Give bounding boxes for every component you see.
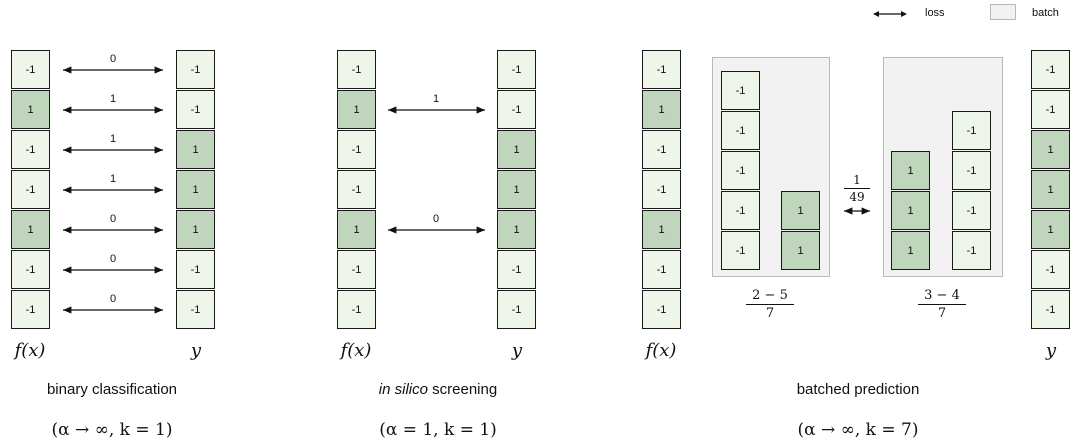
loss-value-label: 1 [109, 93, 117, 105]
panel-params: (α → ∞, k = 7) [797, 420, 919, 440]
f-cell: -1 [642, 170, 681, 209]
loss-fraction: 1 49 [844, 173, 870, 204]
f-cell: -1 [11, 130, 50, 169]
f-cell: -1 [642, 290, 681, 329]
batch-cell: 1 [891, 191, 930, 230]
f-cell: 1 [337, 90, 376, 129]
batch-cell: -1 [952, 191, 991, 230]
batch-right-fraction: 3 − 4 7 [918, 288, 966, 321]
batch-cell: -1 [952, 151, 991, 190]
y-cell: -1 [1031, 90, 1070, 129]
y-cell: -1 [1031, 250, 1070, 289]
loss-value-label: 0 [109, 293, 117, 305]
y-cell: -1 [497, 50, 536, 89]
f-cell: -1 [337, 130, 376, 169]
y-label: y [511, 340, 523, 361]
batch-cell: 1 [891, 231, 930, 270]
batch-cell: -1 [721, 151, 760, 190]
f-cell: -1 [337, 290, 376, 329]
f-of-x-label: f(x) [14, 340, 46, 361]
loss-value-label: 0 [109, 253, 117, 265]
double-arrow-icon [873, 11, 907, 17]
f-cell: 1 [642, 90, 681, 129]
loss-value-label: 0 [109, 53, 117, 65]
batch-left-fraction: 2 − 5 7 [746, 288, 794, 321]
batch-cell: 1 [781, 231, 820, 270]
f-of-x-label: f(x) [645, 340, 677, 361]
caption-rest: screening [427, 381, 498, 398]
y-cell: -1 [176, 250, 215, 289]
batch-cell: 1 [781, 191, 820, 230]
y-cell: -1 [176, 290, 215, 329]
loss-value-label: 1 [109, 133, 117, 145]
y-cell: -1 [497, 290, 536, 329]
batch-cell: -1 [952, 111, 991, 150]
y-cell: -1 [176, 90, 215, 129]
y-cell: 1 [1031, 130, 1070, 169]
panel-caption: binary classification [46, 381, 178, 398]
y-cell: 1 [497, 210, 536, 249]
legend-batch-label: batch [1032, 7, 1059, 19]
f-cell: 1 [11, 90, 50, 129]
f-cell: -1 [642, 130, 681, 169]
f-of-x-label: f(x) [340, 340, 372, 361]
f-cell: 1 [642, 210, 681, 249]
y-cell: 1 [497, 170, 536, 209]
f-cell: -1 [642, 250, 681, 289]
y-cell: -1 [1031, 50, 1070, 89]
batch-cell: -1 [721, 71, 760, 110]
f-cell: 1 [11, 210, 50, 249]
panel-caption: in silico screening [338, 381, 538, 398]
batch-cell: -1 [721, 111, 760, 150]
y-cell: -1 [176, 50, 215, 89]
y-cell: 1 [176, 170, 215, 209]
batch-swatch-icon [990, 4, 1016, 20]
batch-cell: -1 [721, 231, 760, 270]
y-cell: 1 [176, 130, 215, 169]
f-cell: -1 [11, 170, 50, 209]
y-cell: 1 [497, 130, 536, 169]
f-cell: -1 [642, 50, 681, 89]
panel-params: (α → ∞, k = 1) [51, 420, 173, 440]
batch-cell: -1 [952, 231, 991, 270]
loss-value-label: 0 [109, 213, 117, 225]
f-cell: -1 [11, 50, 50, 89]
y-label: y [190, 340, 202, 361]
loss-value-label: 1 [432, 93, 440, 105]
y-cell: -1 [1031, 290, 1070, 329]
panel-caption: batched prediction [796, 381, 920, 398]
y-cell: -1 [497, 90, 536, 129]
y-cell: 1 [1031, 210, 1070, 249]
f-cell: -1 [337, 250, 376, 289]
f-cell: -1 [337, 50, 376, 89]
batch-cell: 1 [891, 151, 930, 190]
y-cell: 1 [1031, 170, 1070, 209]
loss-value-label: 0 [432, 213, 440, 225]
y-cell: -1 [497, 250, 536, 289]
loss-value-label: 1 [109, 173, 117, 185]
legend-loss-label: loss [925, 7, 945, 19]
f-cell: -1 [337, 170, 376, 209]
y-cell: 1 [176, 210, 215, 249]
f-cell: 1 [337, 210, 376, 249]
y-label: y [1045, 340, 1057, 361]
f-cell: -1 [11, 250, 50, 289]
batch-cell: -1 [721, 191, 760, 230]
caption-italic: in silico [378, 381, 428, 398]
panel-params: (α = 1, k = 1) [379, 420, 497, 440]
f-cell: -1 [11, 290, 50, 329]
